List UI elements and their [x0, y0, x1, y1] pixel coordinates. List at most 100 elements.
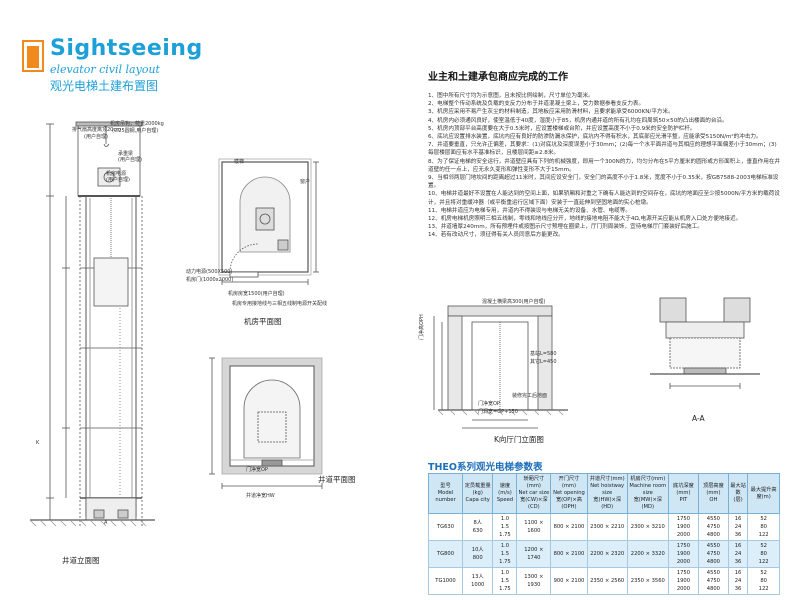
subtitle-cn: 观光电梯土建布置图 [50, 79, 159, 93]
cell-opening: 800 × 2100 [550, 513, 588, 541]
section-aa-caption: A-A [692, 414, 705, 423]
mr-ground-label: 机房专用接地线与三相五线制电源开关配线 [232, 301, 328, 307]
cell-opening: 800 × 2100 [550, 540, 588, 568]
power-user-label: (用户自理) [106, 177, 130, 183]
hoistway-elevation-caption: 井道立面图 [62, 556, 100, 565]
cell-machine: 2350 × 3560 [626, 567, 669, 595]
vent-label: 排气扇高度离顶20cm [72, 127, 121, 133]
hoistway-plan-caption: 井道平面图 [318, 475, 356, 484]
cell-model: TG800 [428, 540, 463, 568]
door-opening-width-label: 门洞宽=OP+150 [478, 409, 518, 415]
params-table-title: THEO系列观光电梯参数表 [428, 462, 543, 473]
notes-list: 1、图中所有尺寸均为示意图，且未按比例绘制，尺寸单位为毫米。 2、电梯整个传动系… [428, 92, 780, 240]
hook-user-label: (用户自理) [84, 134, 108, 140]
note-item: 5、机房内顶部平台高度要在大于0.5米时，应设置楼梯或台阶，并应设置高度不小于0… [428, 125, 696, 132]
note-item: 3、机房应采用不易产生灰尘的材料制造，其地板应采用防滑材料，且要求能承受6000… [428, 109, 674, 116]
col-header-stops: 最大站数(层) [727, 473, 749, 514]
k-view-caption: K向厅门立面图 [494, 435, 544, 444]
note-item: 10、电梯井道最好不设置在人能达到的空间上面，如果轿厢和对重之下确有人能达到的空… [428, 191, 780, 206]
door-height-label: 门净高OPH [419, 314, 425, 340]
hw-width-label: 井道净宽HW [246, 493, 275, 499]
cell-car: 1200 × 1740 [516, 540, 552, 568]
note-item: 11、电梯井道应为电梯专用，井道内不得装设与电梯无关的设备、水管、电缆等。 [428, 207, 631, 214]
col-header-pit: 底坑深度(mm)PIT [667, 473, 699, 514]
mr-door-dim-label: 机房房宽1500(用户自理) [228, 291, 285, 297]
note-item: 9、当相邻两层门地坎间的距离超过11米时，其间应设安全门，安全门的高度不小于1.… [428, 175, 779, 190]
beam-label: 承重梁 [118, 151, 134, 157]
note-item: 12、机房电梯机房照明三相五线制，零线和地线应分开，地线的接地电阻不能大于4Ω,… [428, 216, 742, 223]
hook-label: 机房吊钩，荷重2000kg [110, 121, 164, 127]
col-header-oh: 顶层高度(mm)OH [697, 473, 729, 514]
note-item: 13、井道墙厚240mm，所有预埋件或按图示尺寸预埋在圈梁上，厅门剂周装饰，宜待… [428, 224, 703, 231]
hoistway-plan-drawing [209, 357, 323, 489]
sill-b-label: 其它L=450 [530, 359, 557, 365]
cell-opening: 900 × 2100 [550, 567, 588, 595]
cell-hoistway: 2350 × 2560 [586, 567, 628, 595]
brand-title: Sightseeing [50, 36, 203, 61]
cell-machine: 2300 × 3210 [626, 513, 669, 541]
note-item: 7、井道要垂直，只允许正偏差，其要求：(1)对底坑及深度误差小于30mm；(2)… [428, 142, 777, 157]
door-width-label: 门净宽OP [478, 401, 500, 407]
machine-room-width-label: 楼梯 [234, 159, 245, 165]
hoistway-elevation-drawing [29, 121, 155, 528]
brand-logo-icon [22, 40, 44, 72]
machine-room-plan-caption: 机房平面图 [244, 317, 282, 326]
section-aa-drawing [650, 297, 760, 389]
machine-room-plan-drawing [218, 158, 319, 285]
beam-user-label: (用户自理) [118, 157, 142, 163]
cell-hoistway: 2300 × 2210 [586, 513, 628, 541]
note-item: 4、机房内必须通风良好，使室温低于40度，湿度小于85，机房内通并道的所有孔均在… [428, 117, 728, 124]
cell-machine: 2200 × 3320 [626, 540, 669, 568]
col-header-speed: 速度(m/s)Speed [492, 473, 518, 514]
note-item: 2、电梯整个传动系统及负载的支反力分布于井道混凝土梁上，受力数据参看支反力表。 [428, 101, 645, 108]
a-mark-elevation: A [104, 520, 108, 526]
col-header-rise: 最大提升高度(m) [747, 473, 780, 514]
cell-model: TG1000 [428, 567, 463, 595]
cell-model: TG630 [428, 513, 463, 541]
sill-a-label: 基站L=580 [530, 351, 557, 357]
note-item: 8、为了保证电梯的安全运行，井道壁应具有下列的机械强度，即用一个300N的力，均… [428, 158, 781, 173]
door-width-plan-label: 门净宽OP [246, 467, 268, 473]
power-box-label: 动力电源(500X500) [186, 269, 233, 275]
window-label: 窗户 [300, 179, 311, 185]
cell-hoistway: 2200 × 2320 [586, 540, 628, 568]
hook-size-label: (∅25圆钢,用户自理) [112, 128, 159, 134]
note-item: 1、图中所有尺寸均为示意图，且未按比例绘制，尺寸单位为毫米。 [428, 93, 594, 99]
floor-finish-label: 装修完工后地面 [512, 393, 548, 399]
subtitle-en: elevator civil layout [50, 63, 160, 76]
notes-title: 业主和土建承包商应完成的工作 [428, 72, 568, 83]
cell-car: 1300 × 1930 [516, 567, 552, 595]
cell-car: 1100 × 1600 [516, 513, 552, 541]
machine-door-label: 机房门(1000x2000) [186, 277, 234, 283]
note-item: 14、若有改动尺寸，须征得有关人员同意后方能更改。 [428, 232, 564, 239]
note-item: 6、底坑应设置排水装置，底坑内应有良好的防渗防漏水保护，底坑内不得有积水，其底部… [428, 134, 762, 141]
k-mark: K [36, 440, 40, 446]
lintel-label: 混凝土横梁高300(用户自理) [482, 299, 546, 305]
col-header-capacity: 定员载重量(kg)Capa city [461, 473, 494, 514]
